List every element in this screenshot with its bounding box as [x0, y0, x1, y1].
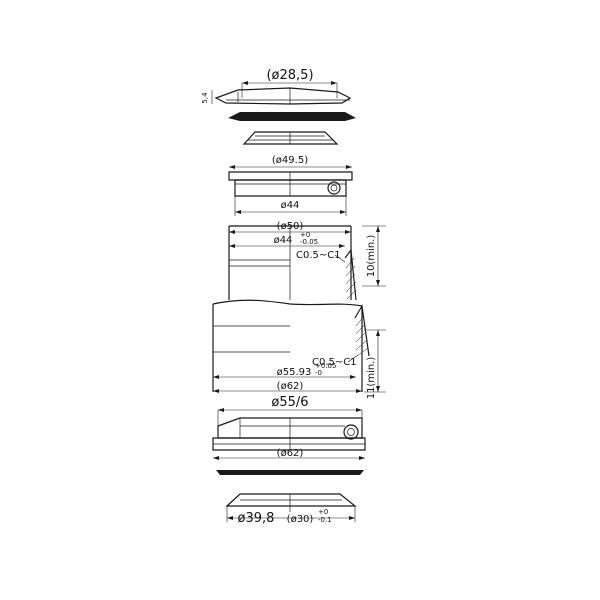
upper-depth-label: 10(min.)	[366, 235, 377, 278]
lower-depth-label: 11(min.)	[366, 357, 377, 400]
top-cap-bore-label: (ø28,5)	[266, 68, 313, 83]
crown-race-bore-label: (ø30)	[287, 514, 314, 525]
crown-race-od-label: ø39,8	[238, 511, 275, 526]
upper-bearing: (ø49.5) ø44	[228, 155, 353, 216]
upper-cup-bore-tol-lower: -0.05	[300, 238, 318, 246]
upper-bearing-od-label: ø44	[281, 200, 300, 211]
upper-cup-bore-tol-upper: +0	[300, 231, 310, 239]
lower-bearing: ø55/6 (ø62)	[212, 395, 366, 460]
crown-race: ø39,8 (ø30) +0 -0.1	[225, 493, 357, 526]
lower-bearing-size-label: ø55/6	[271, 395, 308, 410]
crown-race-tol-lower: -0.1	[318, 516, 332, 524]
compression-ring	[242, 131, 339, 145]
seal-ring	[216, 470, 364, 475]
lower-bore-label: ø55.93	[277, 367, 312, 378]
head-tube-section: (ø50) ø44 +0 -0.05 C0.5~C1 10(min.)	[212, 221, 386, 400]
lower-bore-tol-upper: +0.05	[315, 362, 336, 370]
lower-cup-od-label: (ø62)	[277, 381, 304, 392]
top-cap-height-label: 5,4	[201, 92, 209, 104]
lower-bore-tol-lower: -0	[315, 369, 322, 377]
crown-race-tol-upper: +0	[318, 508, 328, 516]
upper-cup-bore-label: ø44	[274, 235, 293, 246]
upper-bearing-seat-label: (ø49.5)	[272, 155, 308, 166]
lower-cup-seat-label: (ø62)	[277, 448, 304, 459]
upper-chamfer-label: C0.5~C1	[296, 250, 341, 261]
lower-chamfer-label: C0.5~C1	[312, 357, 357, 368]
top-cap: (ø28,5) 5,4	[201, 68, 356, 121]
